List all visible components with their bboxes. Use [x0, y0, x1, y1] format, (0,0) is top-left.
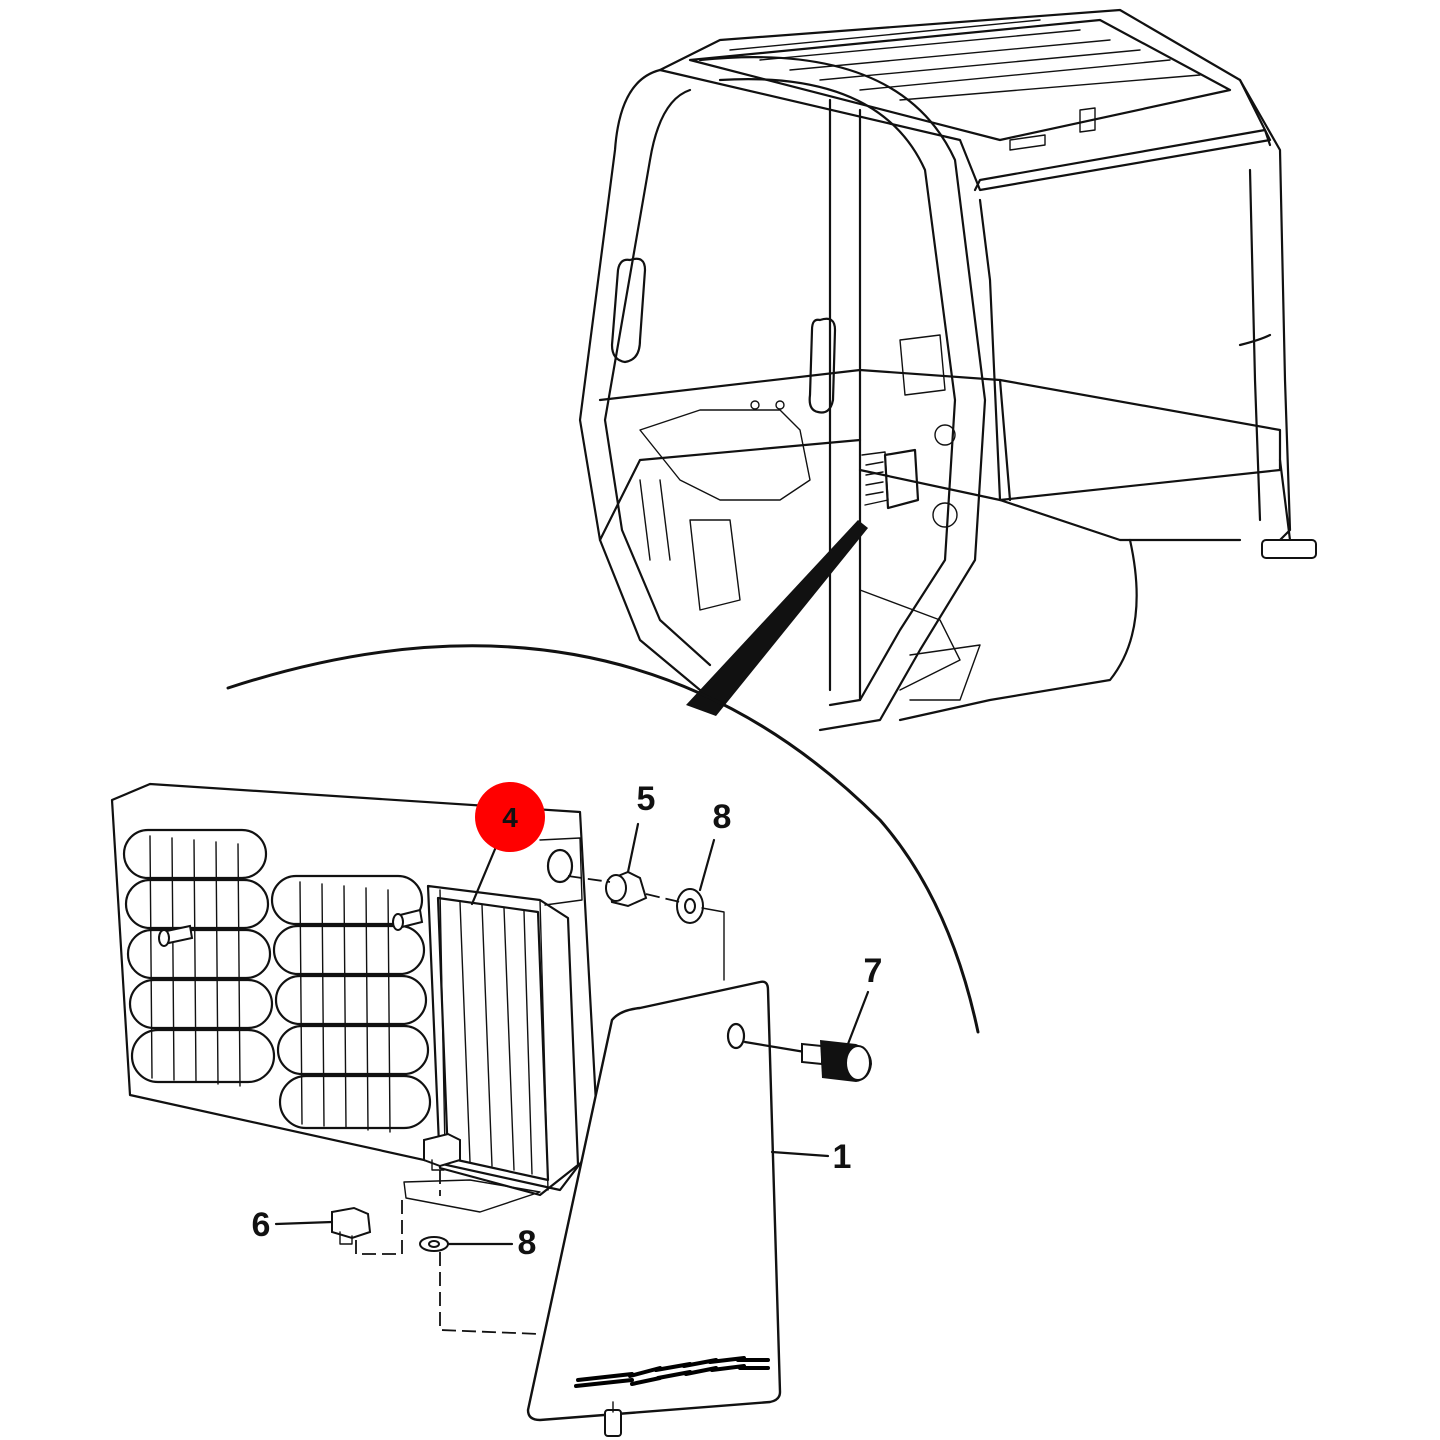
callout-1: 1 [833, 1138, 852, 1176]
filter-element [426, 884, 580, 1197]
leader-lines [274, 822, 870, 1246]
vent-grille [110, 782, 600, 1192]
detail-arc [226, 644, 980, 1034]
nut-part-5 [605, 870, 648, 908]
louvre-left [122, 828, 276, 1087]
callout-8-bottom: 8 [518, 1224, 537, 1262]
callouts: 4 5 8 7 1 6 8 [252, 780, 883, 1262]
callout-7: 7 [864, 952, 883, 990]
washer-part-8-top [676, 888, 704, 924]
louvre-right [270, 874, 432, 1133]
panel-slots [574, 1356, 770, 1388]
highlight-marker [475, 782, 545, 852]
callout-4: 4 [502, 802, 518, 833]
cab-assembly [578, 8, 1317, 732]
callout-5: 5 [637, 780, 656, 818]
knob-part-7 [743, 1040, 872, 1082]
clip-part-6 [331, 1132, 461, 1245]
washer-part-8-bottom [419, 1236, 449, 1252]
assembly-lines [355, 875, 725, 1335]
callout-8-top: 8 [713, 798, 732, 836]
detail-pointer [686, 520, 868, 716]
cover-panel [526, 980, 782, 1437]
bracket [403, 1179, 541, 1213]
callout-6: 6 [252, 1206, 271, 1244]
